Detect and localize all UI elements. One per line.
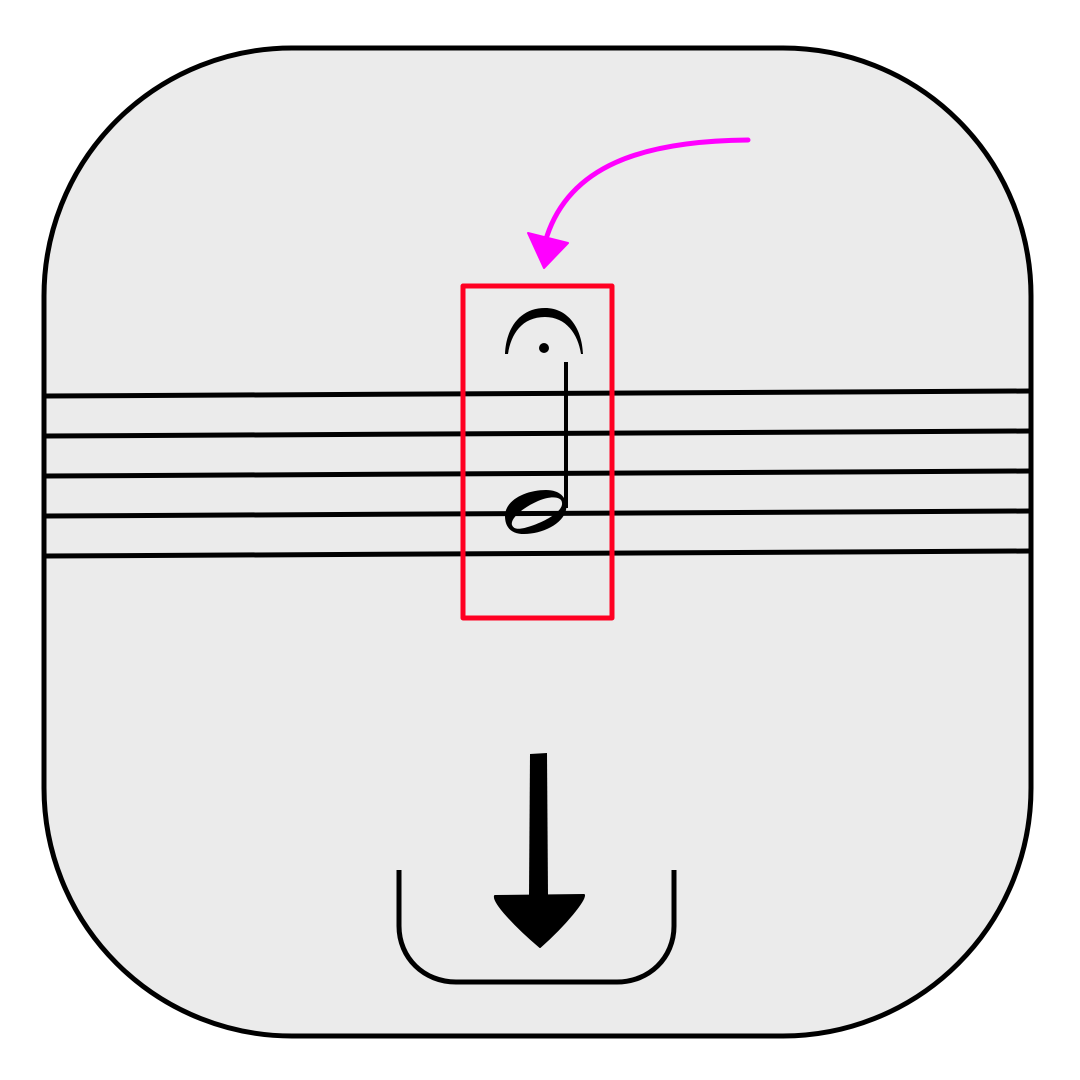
note-head bbox=[505, 490, 567, 534]
curved-arrow-shaft bbox=[544, 137, 751, 239]
fermata-dot bbox=[539, 343, 549, 353]
staff-line-3 bbox=[45, 468, 1030, 479]
fermata-icon bbox=[505, 308, 583, 354]
staff-line-1 bbox=[45, 388, 1030, 399]
curved-arrow-icon bbox=[527, 137, 751, 269]
curved-arrow-head bbox=[527, 232, 569, 269]
staff-line-2 bbox=[45, 428, 1030, 439]
fermata-arc bbox=[505, 308, 583, 354]
half-note-icon bbox=[505, 362, 568, 534]
staff bbox=[45, 388, 1030, 559]
icon-tile-background bbox=[41, 45, 1034, 1039]
tray-icon bbox=[396, 870, 677, 985]
staff-line-4 bbox=[45, 508, 1030, 519]
down-arrow-head bbox=[493, 894, 585, 948]
staff-line-5 bbox=[45, 548, 1030, 559]
down-arrow-shaft bbox=[529, 753, 548, 896]
selection-highlight-box bbox=[460, 283, 615, 621]
insert-down-arrow-icon bbox=[493, 753, 585, 948]
